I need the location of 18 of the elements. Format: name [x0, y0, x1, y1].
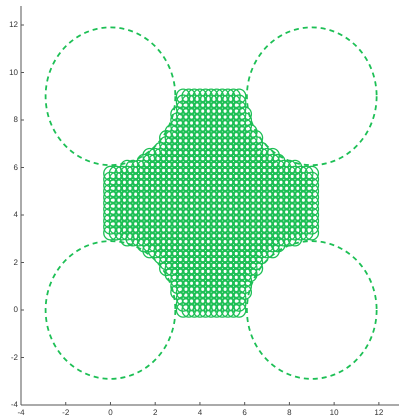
tick-label: 10 [330, 409, 339, 417]
tick-label: 2 [14, 258, 18, 266]
tick-label: -4 [10, 401, 18, 409]
tick-label: 4 [14, 211, 18, 219]
tick-label: -2 [10, 354, 18, 362]
tick-label: 10 [9, 68, 18, 76]
tick-label: 2 [152, 409, 158, 417]
tick-label: -2 [62, 409, 70, 417]
tick-label: 4 [198, 409, 202, 417]
tick-label: 6 [242, 409, 247, 417]
tick-label: 12 [9, 21, 18, 29]
tick-label: 8 [287, 409, 292, 417]
tick-label: 8 [14, 116, 18, 124]
tick-label: 0 [108, 409, 113, 417]
tick-label: 0 [14, 306, 18, 314]
tick-label: -4 [17, 409, 25, 417]
tick-label: 6 [14, 164, 18, 172]
tick-label: 12 [374, 409, 384, 417]
